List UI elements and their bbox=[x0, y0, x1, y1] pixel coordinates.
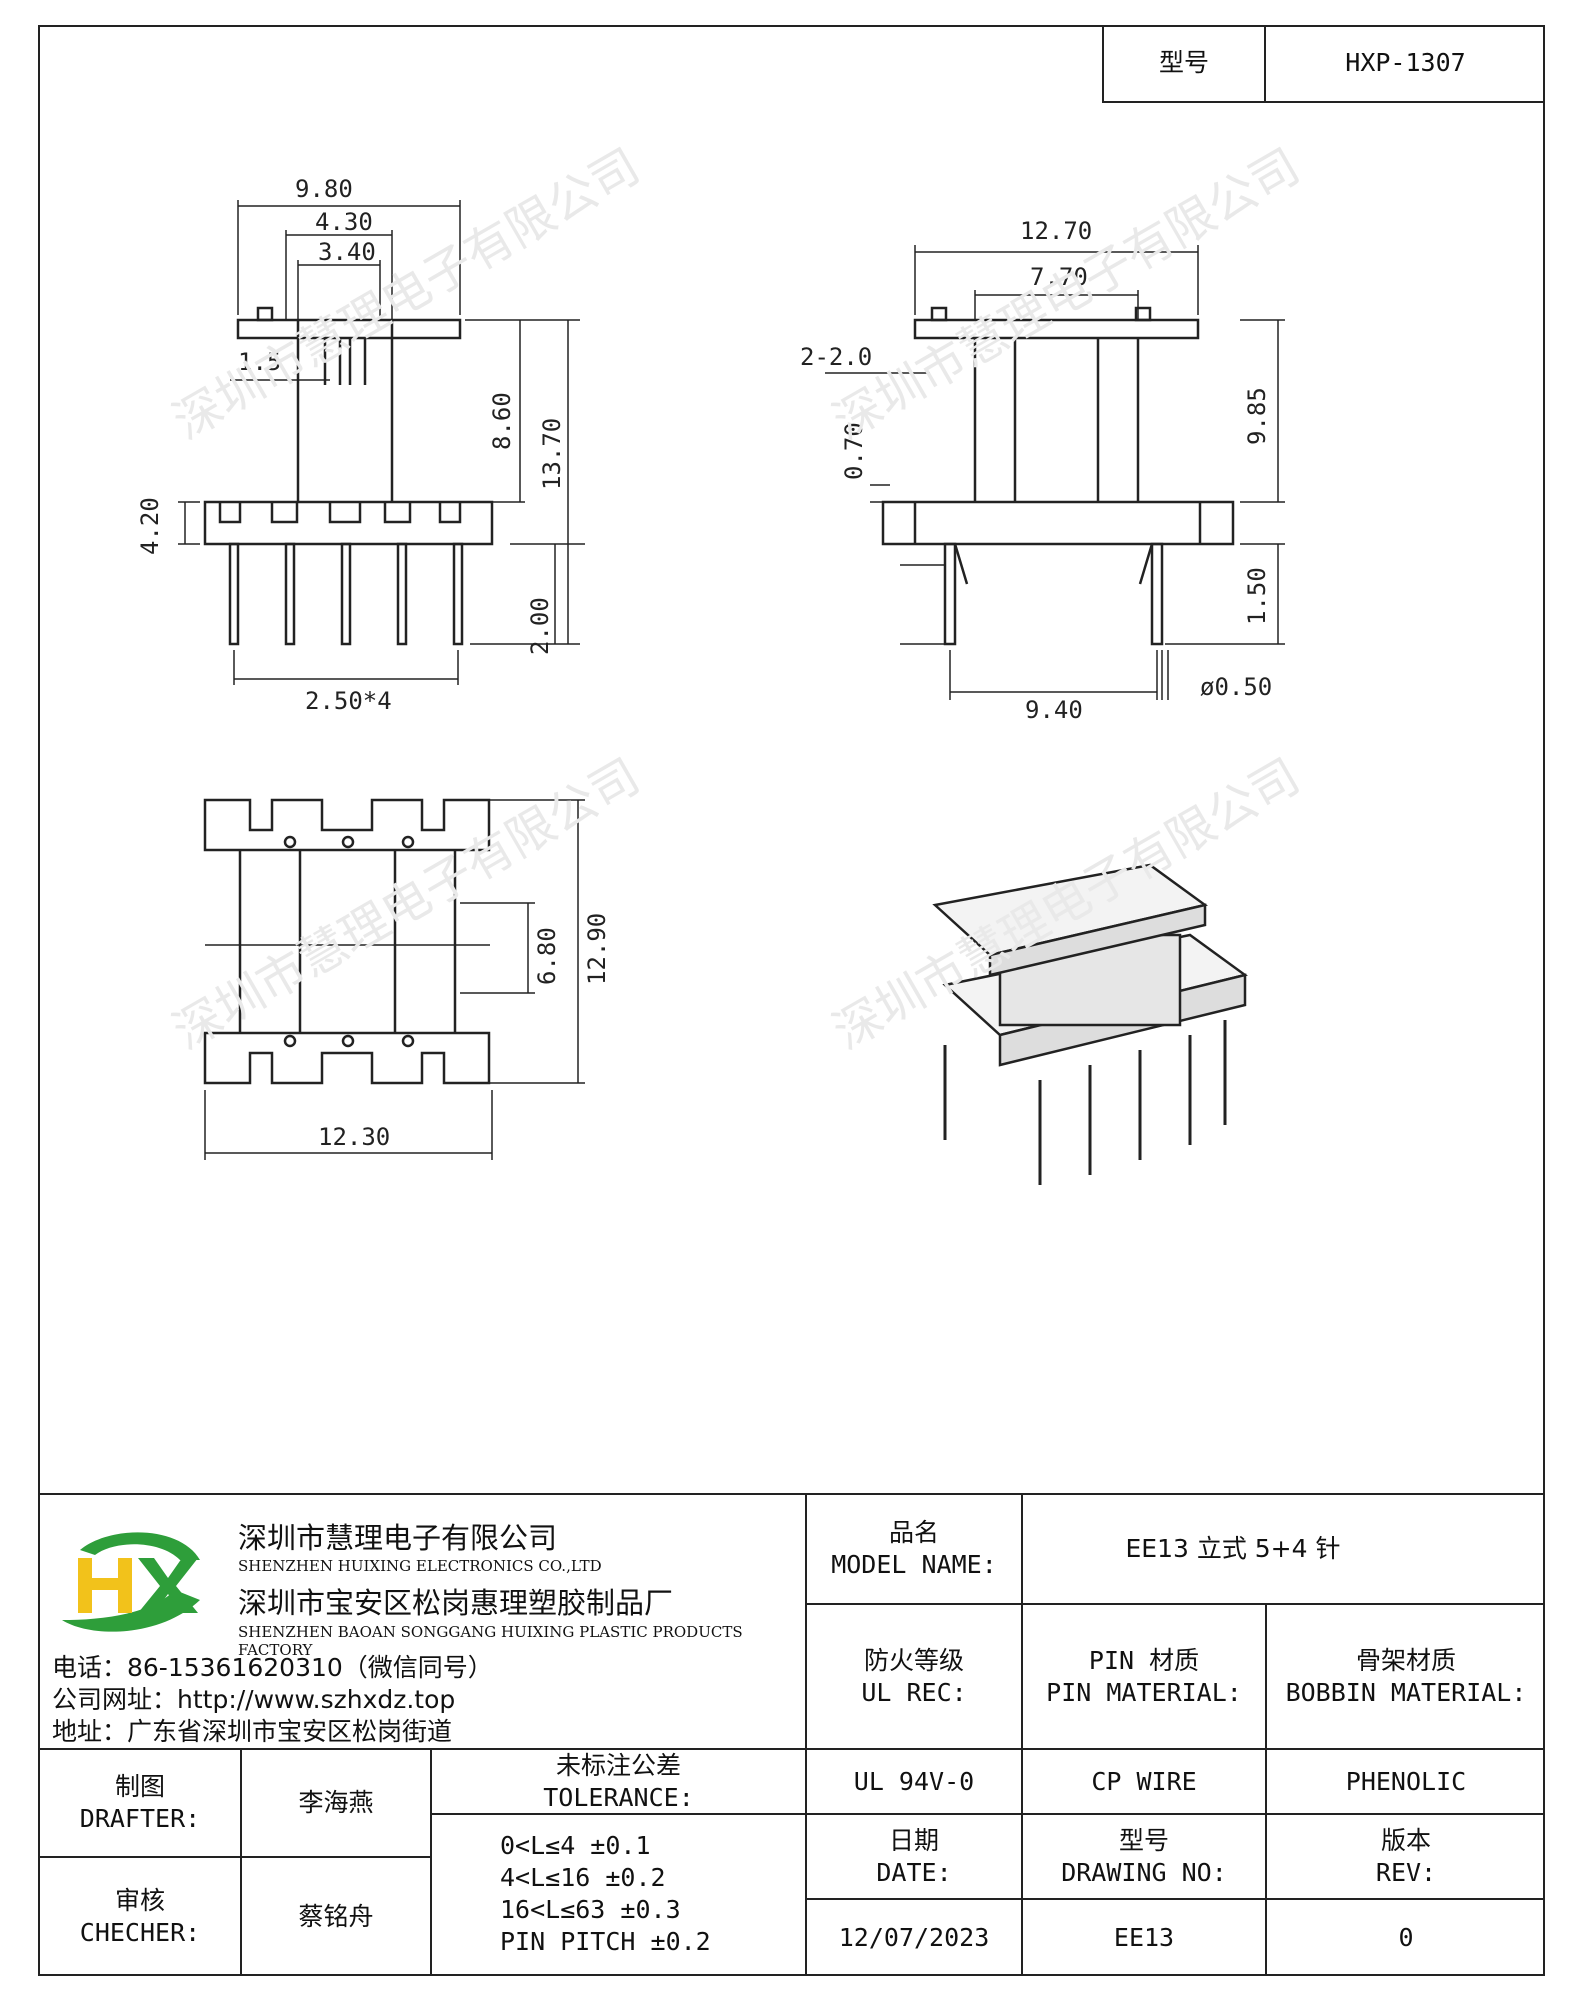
tolerance-label-cn: 未标注公差 bbox=[555, 1750, 681, 1780]
company-info: 深圳市慧理电子有限公司 SHENZHEN HUIXING ELECTRONICS… bbox=[40, 1495, 805, 1747]
tolerance-label: 未标注公差 TOLERANCE: bbox=[432, 1750, 805, 1813]
side-dim-1.50: 1.50 bbox=[1243, 567, 1271, 625]
front-dim-4.20: 4.20 bbox=[136, 497, 164, 555]
model-name-label: 品名 MODEL NAME: bbox=[807, 1495, 1021, 1603]
front-dim-13.70: 13.70 bbox=[538, 418, 566, 490]
technical-drawing: 9.80 4.30 3.40 1.5 8.60 13.70 4.20 2.00 … bbox=[40, 105, 1543, 1495]
drawing-no-value: EE13 bbox=[1113, 1923, 1175, 1952]
bobbin-material-label-en: BOBBIN MATERIAL: bbox=[1285, 1677, 1527, 1707]
tolerance-line: 0<L≤4 ±0.1 bbox=[500, 1831, 651, 1860]
model-header-label: 型号 bbox=[1158, 48, 1209, 77]
side-dim-0.70: 0.70 bbox=[840, 422, 868, 480]
drawing-frame bbox=[38, 25, 1545, 1976]
rev-label-en: REV: bbox=[1375, 1857, 1437, 1887]
company-name-cn: 深圳市慧理电子有限公司 bbox=[238, 1521, 558, 1555]
pin-material-label-cn: PIN 材质 bbox=[1088, 1645, 1200, 1675]
checker-label-cn: 审核 bbox=[114, 1886, 165, 1915]
bobbin-material-label: 骨架材质 BOBBIN MATERIAL: bbox=[1267, 1605, 1545, 1748]
model-header-box: 型号 HXP-1307 bbox=[1102, 25, 1545, 103]
side-dim-9.40: 9.40 bbox=[1025, 696, 1083, 724]
rev-label-cn: 版本 bbox=[1380, 1825, 1431, 1855]
tolerance-table: 0<L≤4 ±0.1 4<L≤16 ±0.2 16<L≤63 ±0.3 PIN … bbox=[500, 1830, 800, 1958]
drafter-label-cn: 制图 bbox=[114, 1772, 165, 1801]
iso-view bbox=[932, 863, 1248, 1067]
model-name-value: EE13 立式 5+4 针 bbox=[1125, 1534, 1341, 1563]
rev-value: 0 bbox=[1398, 1923, 1414, 1952]
ul-rec-label-en: UL REC: bbox=[861, 1677, 967, 1707]
pin-material-label: PIN 材质 PIN MATERIAL: bbox=[1023, 1605, 1265, 1748]
side-dim-12.70: 12.70 bbox=[1020, 217, 1092, 245]
company-website: 公司网址：http://www.szhxdz.top bbox=[52, 1685, 456, 1714]
bobbin-material-value: PHENOLIC bbox=[1345, 1766, 1467, 1796]
side-dim-2-2.0: 2-2.0 bbox=[800, 343, 872, 371]
bottom-dim-12.30: 12.30 bbox=[318, 1123, 390, 1151]
drafter-label: 制图 DRAFTER: bbox=[40, 1750, 240, 1856]
drawing-svg: 9.80 4.30 3.40 1.5 8.60 13.70 4.20 2.00 … bbox=[136, 175, 1285, 1185]
ul-rec-value: UL 94V-0 bbox=[853, 1766, 975, 1796]
ul-rec-label: 防火等级 UL REC: bbox=[807, 1605, 1021, 1748]
model-header-value: HXP-1307 bbox=[1345, 48, 1466, 77]
front-dim-1.5: 1.5 bbox=[238, 348, 281, 376]
model-name-label-cn: 品名 bbox=[888, 1518, 939, 1547]
front-dim-9.80: 9.80 bbox=[295, 175, 353, 203]
pin-material-value: CP WIRE bbox=[1091, 1766, 1197, 1796]
date-label: 日期 DATE: bbox=[807, 1815, 1021, 1898]
front-dim-2.00: 2.00 bbox=[526, 597, 554, 655]
checker-label-en: CHECHER: bbox=[79, 1918, 201, 1947]
tolerance-line: 16<L≤63 ±0.3 bbox=[500, 1895, 681, 1924]
tolerance-line: PIN PITCH ±0.2 bbox=[500, 1927, 711, 1956]
model-name-label-en: MODEL NAME: bbox=[831, 1550, 997, 1579]
bottom-dim-6.80: 6.80 bbox=[533, 927, 561, 985]
front-dim-8.60: 8.60 bbox=[488, 392, 516, 450]
side-dim-pin-diameter: ø0.50 bbox=[1200, 673, 1272, 701]
pin-material-label-en: PIN MATERIAL: bbox=[1046, 1677, 1242, 1707]
rev-label: 版本 REV: bbox=[1267, 1815, 1545, 1898]
tolerance-label-en: TOLERANCE: bbox=[543, 1782, 694, 1812]
checker-label: 审核 CHECHER: bbox=[40, 1858, 240, 1976]
bottom-dim-12.90: 12.90 bbox=[583, 913, 611, 985]
checker-value: 蔡铭舟 bbox=[298, 1902, 374, 1931]
company-phone: 电话：86-15361620310（微信同号） bbox=[52, 1653, 493, 1682]
drawing-no-label-cn: 型号 bbox=[1118, 1825, 1169, 1855]
ul-rec-label-cn: 防火等级 bbox=[863, 1645, 964, 1675]
drawing-no-label-en: DRAWING NO: bbox=[1061, 1857, 1227, 1887]
drafter-label-en: DRAFTER: bbox=[79, 1804, 201, 1833]
front-dim-pitch: 2.50*4 bbox=[305, 687, 392, 715]
company-name-en: SHENZHEN HUIXING ELECTRONICS CO.,LTD bbox=[238, 1557, 602, 1575]
date-label-cn: 日期 bbox=[888, 1825, 939, 1855]
factory-name-en: SHENZHEN BAOAN SONGGANG HUIXING PLASTIC … bbox=[238, 1623, 743, 1659]
date-label-en: DATE: bbox=[876, 1857, 952, 1887]
tolerance-line: 4<L≤16 ±0.2 bbox=[500, 1863, 666, 1892]
company-address: 地址：广东省深圳市宝安区松岗街道 bbox=[52, 1717, 453, 1746]
company-logo bbox=[62, 1532, 200, 1632]
front-dim-4.30: 4.30 bbox=[315, 208, 373, 236]
side-dim-7.70: 7.70 bbox=[1030, 263, 1088, 291]
front-dim-3.40: 3.40 bbox=[318, 238, 376, 266]
side-dim-9.85: 9.85 bbox=[1243, 387, 1271, 445]
bobbin-material-label-cn: 骨架材质 bbox=[1355, 1645, 1456, 1675]
date-value: 12/07/2023 bbox=[838, 1923, 990, 1952]
factory-name-cn: 深圳市宝安区松岗惠理塑胶制品厂 bbox=[238, 1586, 674, 1620]
drafter-value: 李海燕 bbox=[298, 1788, 374, 1817]
drawing-no-label: 型号 DRAWING NO: bbox=[1023, 1815, 1265, 1898]
